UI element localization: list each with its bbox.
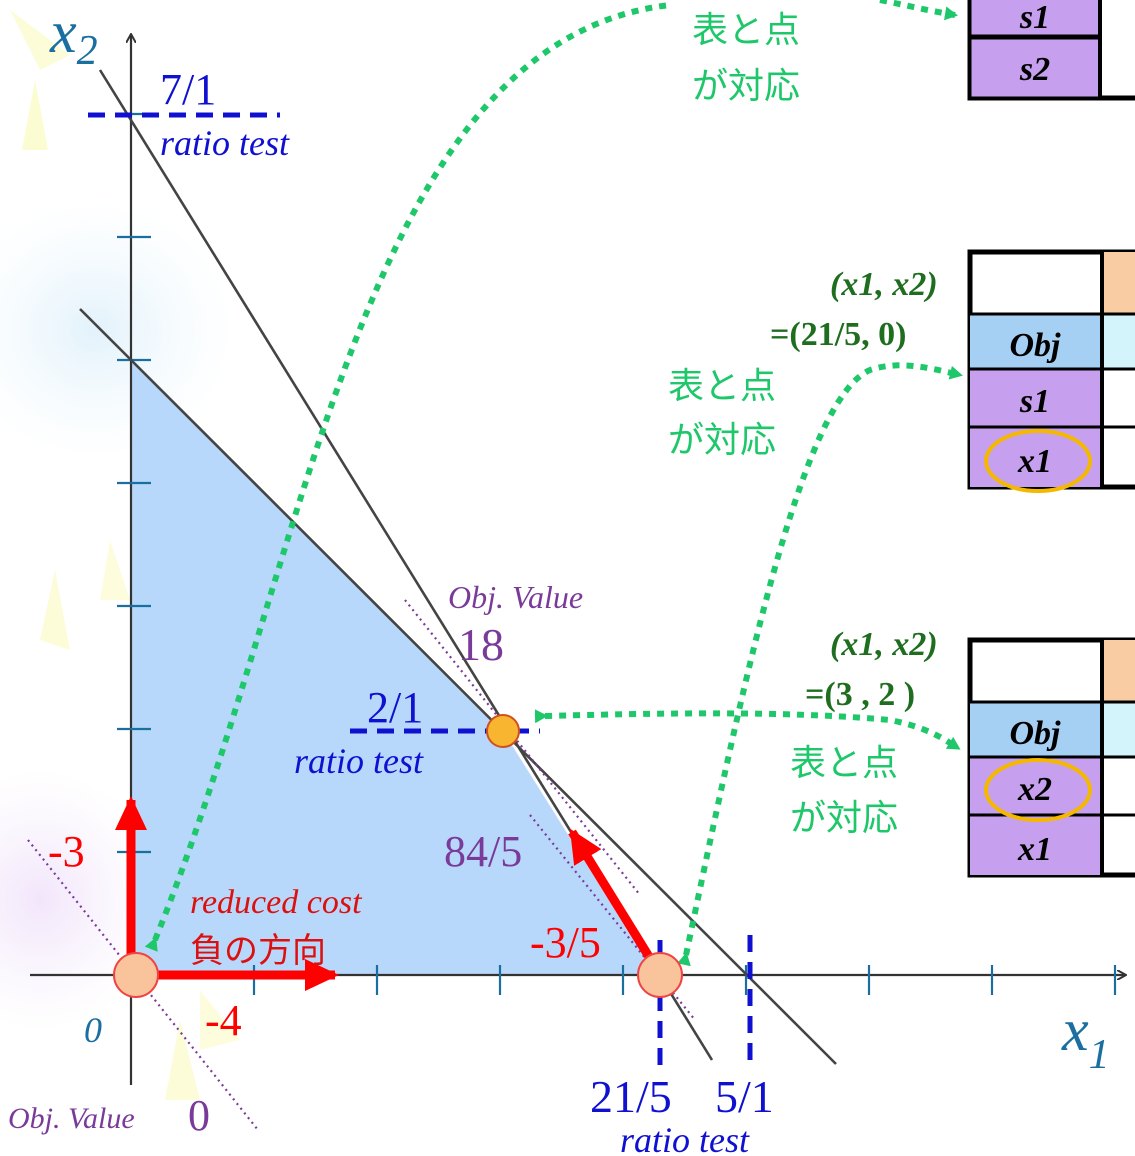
correspond-arrow-origin-table [879, 0, 958, 21]
objective-contour-0 [27, 839, 259, 1131]
point-3-coord-label: (x1, x2) [830, 626, 938, 663]
correspond-1-line2: が対応 [692, 66, 800, 107]
origin-label: 0 [84, 1010, 102, 1050]
rc-right-label: -4 [205, 996, 242, 1045]
tableau-1[interactable]: s1 s2 [967, 0, 1135, 101]
correspondence-arrows [144, 0, 963, 967]
correspond-2-line1: 表と点 [668, 366, 776, 407]
obj-value-label-top: Obj. Value [448, 579, 583, 615]
ratio-top-text: ratio test [160, 123, 290, 163]
tableau-2[interactable]: Obj s1 x1 [967, 249, 1135, 493]
objective-contour-84-5 [529, 814, 696, 1021]
y-axis-label: x2 [49, 0, 98, 74]
ratio-test-markers [88, 112, 753, 1065]
vertex-21-5-0[interactable] [637, 952, 683, 998]
obj-value-top: 18 [458, 619, 504, 670]
obj-value-bottom: 0 [188, 1091, 210, 1140]
obj-value-mid: 84/5 [444, 827, 522, 876]
ratio-top-value: 7/1 [160, 65, 216, 114]
x-axis-ticks [252, 965, 1117, 995]
correspond-arrow-3-2 [534, 709, 961, 751]
ratio-bottom-text: ratio test [620, 1120, 750, 1156]
correspond-2-line2: が対応 [668, 420, 776, 461]
reduced-cost-arrow-diagonal [568, 828, 660, 971]
correspond-arrow-21-5 [677, 362, 963, 967]
tableau-3-circle-highlight [984, 758, 1092, 822]
vertex-3-2[interactable] [486, 714, 520, 748]
tableau-3-label-x2: x2 [1017, 771, 1052, 808]
point-2-coord-value: =(21/5, 0) [770, 316, 906, 353]
feasible-region [131, 360, 656, 975]
rc-up-label: -3 [48, 827, 85, 876]
point-2-coord-label: (x1, x2) [830, 266, 938, 303]
ratio-mid-value: 2/1 [367, 683, 423, 732]
point-3-coord-value: =(3 , 2 ) [805, 676, 915, 713]
tableau-2-label-x1: x1 [1017, 443, 1052, 480]
objective-contours [27, 599, 696, 1131]
tableau-1-label-s2: s2 [1019, 51, 1050, 88]
x-axis-label: x1 [1061, 997, 1110, 1078]
obj-value-label-bottom: Obj. Value [8, 1102, 135, 1135]
correspond-1-line1: 表と点 [692, 10, 800, 51]
reduced-cost-text: reduced cost [190, 884, 363, 921]
tableau-3-label-x1: x1 [1017, 831, 1052, 868]
reduced-cost-arrows [115, 796, 660, 991]
rc-diag-label: -3/5 [530, 918, 601, 967]
tableau-2-circle-highlight [984, 429, 1092, 493]
tableau-1-row-s2 [968, 36, 1102, 100]
negative-direction-text: 負の方向 [190, 931, 326, 971]
vertex-origin[interactable] [113, 952, 159, 998]
ratio-mid-text: ratio test [294, 741, 424, 781]
correspond-arrow-origin [144, 2, 671, 952]
tableau-2-label-s1: s1 [1019, 383, 1050, 420]
tableau-2-label-obj: Obj [1010, 327, 1062, 364]
tableau-3[interactable]: Obj x2 x1 [967, 637, 1135, 878]
correspond-3-line1: 表と点 [790, 743, 898, 784]
tableau-1-label-s1: s1 [1019, 0, 1050, 36]
correspond-3-line2: が対応 [790, 798, 898, 839]
ratio-bottom-value-a: 21/5 [590, 1071, 672, 1122]
tableau-3-label-obj: Obj [1010, 715, 1062, 752]
ratio-bottom-value-b: 5/1 [715, 1071, 774, 1122]
